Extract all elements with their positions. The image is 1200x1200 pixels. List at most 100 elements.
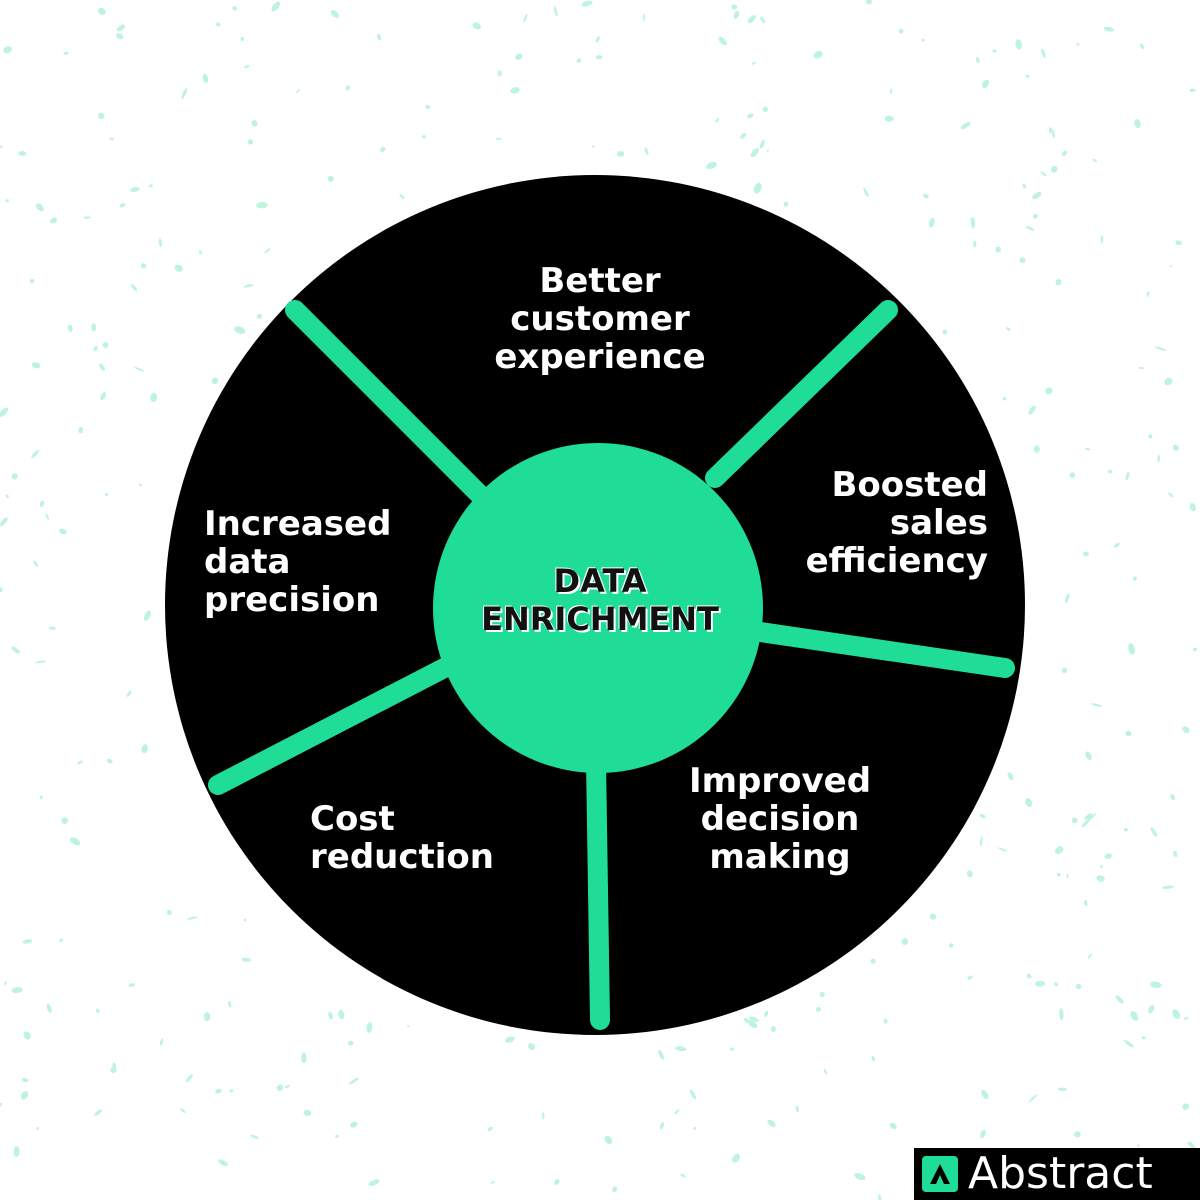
speckle [581, 0, 593, 7]
speckle [1033, 213, 1038, 219]
speckle [256, 313, 263, 320]
speckle [1081, 819, 1090, 828]
speckle [1026, 973, 1032, 979]
speckle [751, 61, 757, 65]
speckle [180, 1108, 186, 1113]
speckle [218, 1159, 228, 1167]
speckle [718, 36, 727, 46]
speckle [11, 473, 18, 480]
speckle [863, 187, 869, 198]
speckle [36, 1127, 39, 1130]
speckle [1182, 726, 1190, 734]
speckle [1061, 667, 1068, 674]
speckle [1084, 447, 1091, 451]
speckle [505, 1036, 515, 1043]
speckle [1108, 469, 1113, 474]
speckle [0, 145, 3, 149]
speckle [422, 135, 426, 139]
segment-improved-decision-making: Improved decision making [660, 762, 900, 876]
logo-text: Abstract [968, 1148, 1153, 1199]
speckle [94, 1109, 103, 1116]
speckle [815, 1006, 822, 1012]
speckle [866, 0, 872, 5]
speckle [130, 187, 140, 192]
speckle [348, 1077, 359, 1085]
speckle [1076, 43, 1080, 46]
speckle [595, 55, 603, 60]
speckle [158, 238, 163, 248]
speckle [50, 217, 58, 224]
speckle [256, 201, 268, 209]
speckle [715, 118, 719, 123]
speckle [1189, 88, 1196, 93]
segment-line: sales [889, 503, 988, 543]
speckle [928, 217, 935, 228]
speckle [1113, 542, 1120, 548]
speckle [1169, 264, 1172, 268]
speckle [1040, 171, 1047, 177]
speckle [795, 1105, 800, 1113]
speckle [1064, 593, 1070, 603]
speckle [1069, 472, 1076, 479]
speckle [823, 1068, 828, 1075]
speckle [979, 835, 983, 847]
speckle [366, 1021, 373, 1033]
speckle [1026, 74, 1030, 78]
speckle [1183, 1017, 1189, 1020]
speckle [67, 324, 73, 332]
center-hub [433, 443, 763, 773]
speckle [0, 1102, 3, 1107]
divider-line-left [208, 655, 460, 795]
speckle [1028, 405, 1036, 415]
speckle [759, 139, 765, 149]
speckle [1002, 396, 1007, 401]
speckle [328, 1011, 333, 1020]
speckle [1057, 1087, 1068, 1092]
speckle [5, 494, 9, 498]
speckle [731, 4, 738, 10]
speckle [921, 38, 925, 42]
speckle [250, 1134, 259, 1139]
speckle [1087, 813, 1097, 822]
speckle [644, 147, 649, 155]
segment-cost-reduction: Cost reduction [310, 800, 550, 876]
speckle [187, 916, 198, 920]
speckle [58, 528, 67, 535]
speckle [992, 49, 997, 53]
speckle [1125, 471, 1130, 481]
speckle [211, 377, 219, 385]
speckle [643, 13, 646, 22]
speckle [1035, 980, 1046, 987]
speckle [78, 426, 84, 434]
speckle [1051, 165, 1058, 173]
speckle [740, 132, 746, 139]
speckle [1162, 885, 1174, 890]
speckle [995, 246, 1002, 253]
speckle [4, 981, 7, 986]
speckle [241, 957, 251, 962]
speckle [296, 89, 300, 94]
segment-line: making [709, 837, 851, 877]
speckle [1192, 647, 1198, 652]
speckle [871, 1055, 875, 1062]
speckle [966, 870, 973, 878]
abstract-logo: Abstract [914, 1148, 1200, 1200]
speckle [91, 323, 97, 332]
segment-line: reduction [310, 837, 494, 877]
speckle [764, 1010, 769, 1018]
speckle [335, 1134, 339, 1138]
segment-line: Improved [688, 761, 872, 801]
speckle [747, 15, 756, 24]
speckle [330, 10, 340, 18]
speckle [1172, 444, 1179, 451]
speckle [1055, 279, 1062, 286]
speckle [284, 1085, 291, 1089]
speckle [102, 342, 109, 348]
speckle [1053, 982, 1059, 987]
speckle [1189, 502, 1196, 512]
speckle [69, 837, 81, 846]
speckle [166, 909, 172, 915]
speckle [1033, 445, 1040, 453]
speckle [399, 193, 405, 200]
speckle [1187, 1141, 1195, 1149]
